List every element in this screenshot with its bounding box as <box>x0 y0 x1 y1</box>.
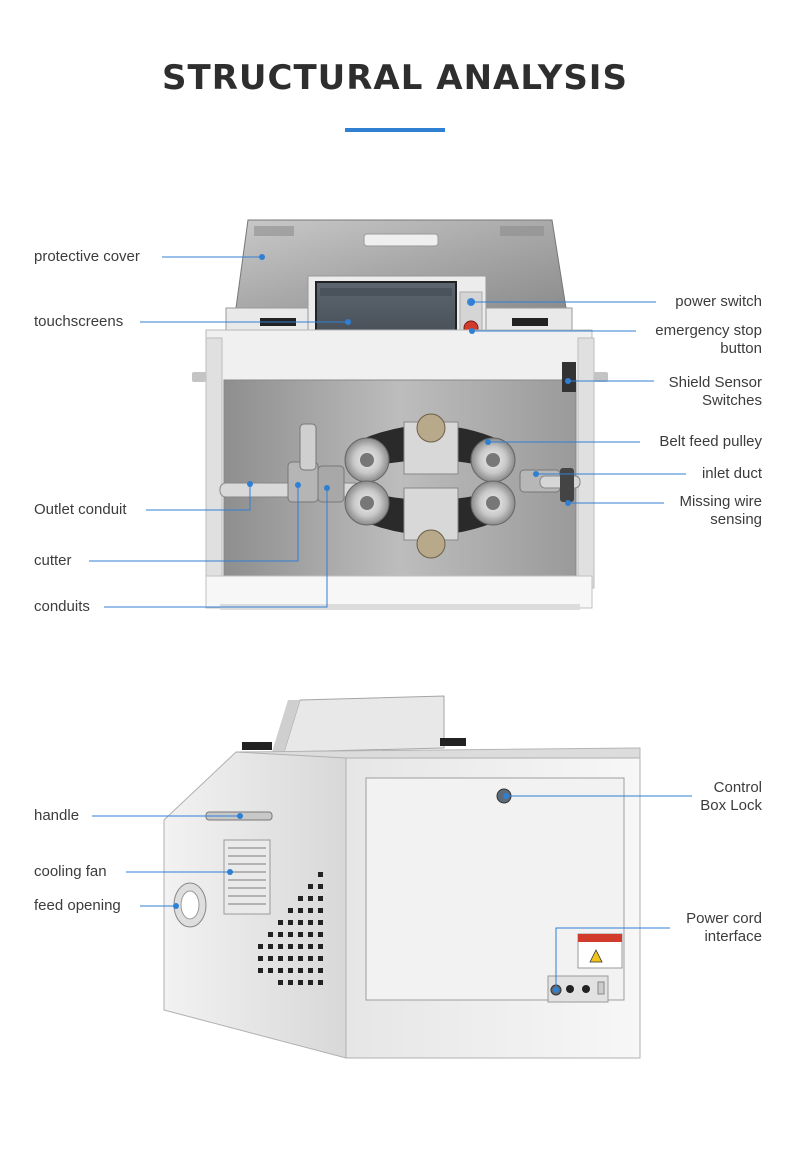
label-feed-opening: feed opening <box>34 897 121 914</box>
label-inlet-duct: inlet duct <box>701 465 762 482</box>
label-protective-cover: protective cover <box>34 248 140 265</box>
page-title: STRUCTURAL ANALYSIS <box>162 58 628 98</box>
label-control-box-lock-line1: Control <box>713 779 762 796</box>
leader-outlet-conduit <box>146 484 251 511</box>
label-missing-wire-line2: sensing <box>710 511 762 528</box>
label-power-cord-line2: interface <box>704 928 762 945</box>
label-emergency-stop-button: emergency stop button <box>655 322 762 358</box>
label-cooling-fan: cooling fan <box>34 863 107 880</box>
leader-lines <box>89 256 692 990</box>
label-cutter: cutter <box>34 552 72 569</box>
label-power-switch: power switch <box>675 293 762 310</box>
cooling-fan-grille <box>223 839 271 915</box>
title-underline <box>345 128 445 132</box>
label-control-box-lock-line2: Box Lock <box>700 797 762 814</box>
front-machine <box>192 219 608 610</box>
label-conduits: conduits <box>34 598 90 615</box>
leader-dots <box>173 254 571 993</box>
front-base <box>205 575 593 609</box>
label-emergency-stop-line1: emergency stop <box>655 322 762 339</box>
label-touchscreens: touchscreens <box>34 313 124 330</box>
pulley-wheels <box>344 437 516 526</box>
label-outlet-conduit: Outlet conduit <box>34 501 127 518</box>
label-belt-feed-pulley: Belt feed pulley <box>659 433 762 450</box>
cutter-blade <box>299 423 317 471</box>
vent-holes <box>258 872 323 985</box>
back-lid <box>283 695 445 753</box>
label-missing-wire-sensing: Missing wire sensing <box>679 493 762 529</box>
label-power-cord-interface: Power cord interface <box>686 910 762 946</box>
label-control-box-lock: Control Box Lock <box>700 779 762 815</box>
label-handle: handle <box>34 807 80 824</box>
label-power-cord-line1: Power cord <box>686 910 762 927</box>
leader-power-cord <box>555 927 670 990</box>
inner-back-panel <box>223 379 577 577</box>
leader-conduits <box>104 488 328 608</box>
label-shield-sensor-switches: Shield Sensor Switches <box>669 374 762 410</box>
back-machine <box>163 695 641 1059</box>
label-shield-sensor-line2: Switches <box>701 392 762 409</box>
label-missing-wire-line1: Missing wire <box>679 493 762 510</box>
leader-cutter <box>89 485 299 562</box>
cover-handle-slot <box>363 233 439 247</box>
label-shield-sensor-line1: Shield Sensor <box>668 374 762 391</box>
label-emergency-stop-line2: button <box>720 340 762 357</box>
